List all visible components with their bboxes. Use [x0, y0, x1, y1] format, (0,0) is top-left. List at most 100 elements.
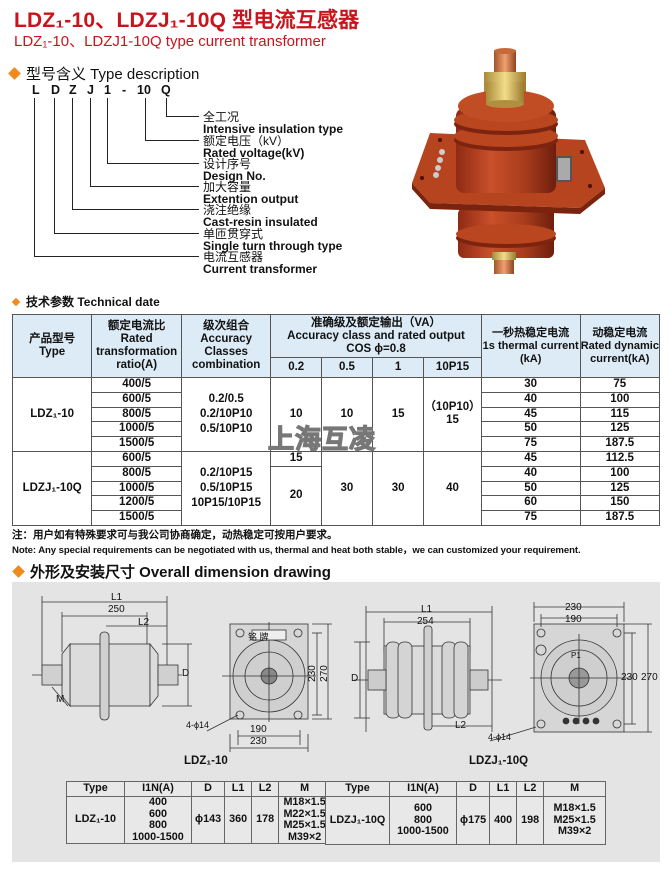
dim-190-left: 190 [250, 724, 267, 735]
header-out-05: 0.5 [321, 357, 373, 378]
type-cell: LDZJ₁-10Q [11, 450, 93, 526]
header-dyn-cn: 动稳定电流 [592, 326, 648, 339]
nameplate-label: 铭 牌 [248, 632, 269, 642]
dim-l2-left: L2 [138, 617, 150, 628]
meaning-z-en: Cast-resin insulated [203, 215, 318, 229]
dim-l1: 400 [489, 796, 518, 845]
header-acc-en3: combination [191, 359, 261, 371]
type-cell: LDZ₁-10 [11, 377, 93, 452]
code-letter-1: 1 [104, 83, 111, 97]
header-dyn-en1: Rated dynamic [580, 339, 659, 352]
out-02-cell: 10 [270, 377, 323, 452]
technical-heading: 技术参数 Technical date [10, 293, 160, 310]
dim-header-l2: L2 [516, 781, 545, 797]
out-02-first-cell: 15 [270, 450, 323, 467]
type-description-heading-text: 型号含义 Type description [26, 66, 200, 83]
header-ratio-en2: transformation [96, 346, 178, 358]
dim-header-m: M [543, 781, 607, 797]
out-05-cell: 10 [321, 377, 373, 452]
header-out-cos: COS ϕ=0.8 [346, 342, 406, 355]
diamond-bullet-icon [8, 67, 21, 80]
i1n-value: 600 [148, 807, 167, 820]
thermal-cell: 30 [480, 377, 581, 393]
header-out-02: 0.2 [270, 357, 323, 378]
dim-type: LDZ₁-10 [66, 796, 125, 844]
dynamic-cell: 125 [579, 421, 661, 438]
accuracy-cell: 0.2/0.5 0.2/10P10 0.5/10P10 [180, 377, 272, 452]
dim-l2: 198 [516, 796, 545, 845]
dim-h270-left: 270 [318, 665, 330, 682]
dim-header-d: D [455, 781, 491, 797]
dynamic-cell: 100 [579, 465, 661, 482]
accuracy-line: 0.5/10P10 [199, 422, 253, 435]
drawing-ldzj1-10q [354, 602, 652, 742]
thermal-cell: 50 [480, 421, 581, 438]
technical-heading-text: 技术参数 Technical date [26, 295, 160, 309]
header-type-en: Type [39, 346, 66, 358]
header-ratio-cn: 额定电流比 [107, 320, 166, 332]
header-acc-en1: Accuracy [200, 333, 253, 345]
dim-header-type: Type [66, 781, 125, 797]
leader-line-z [72, 98, 199, 210]
leader-line-1 [107, 98, 199, 164]
drawing-ldz1-10 [32, 596, 332, 752]
i1n-value: 1000-1500 [132, 830, 184, 843]
ratio-cell: 400/5 [91, 377, 182, 393]
header-therm-en2: (kA) [519, 352, 542, 365]
dim-230-left: 230 [250, 736, 267, 747]
dim-header-i1n: I1N(A) [124, 781, 192, 797]
header-therm-cn: 一秒热稳定电流 [492, 326, 570, 339]
meaning-z-cn: 浇注绝缘 [203, 203, 252, 217]
dim-header-l1: L1 [224, 781, 253, 797]
ratio-cell: 600/5 [91, 391, 182, 408]
dynamic-cell: 150 [579, 495, 661, 512]
ratio-cell: 1200/5 [91, 495, 182, 512]
code-letter-Z: Z [69, 83, 77, 97]
code-letter-10: 10 [137, 83, 151, 97]
out-02-cell: 20 [270, 465, 323, 526]
dimension-heading: 外形及安装尺寸 Overall dimension drawing [10, 561, 331, 582]
thermal-cell: 45 [480, 406, 581, 423]
dim-l1-left: L1 [111, 592, 123, 603]
accuracy-line: 0.2/10P10 [199, 407, 253, 420]
ratio-cell: 800/5 [91, 406, 182, 423]
ratio-cell: 1500/5 [91, 436, 182, 452]
page-title-en: LDZ₁-10、LDZJ1-10Q type current transform… [14, 33, 326, 50]
header-type: 产品型号 Type [11, 314, 93, 378]
m-value: M18×1.5 [553, 802, 596, 815]
dynamic-cell: 100 [579, 391, 661, 408]
thermal-cell: 45 [480, 450, 581, 467]
i1n-value: 800 [148, 819, 167, 831]
drawing-label-ldz1-10: LDZ₁-10 [184, 755, 228, 767]
header-ratio-en3: ratio(A) [116, 359, 158, 371]
meaning-d-cn: 单匝贯穿式 [203, 227, 264, 241]
i1n-value: 400 [148, 796, 167, 808]
i1n-value: 800 [413, 813, 432, 826]
m-value: M39×2 [287, 830, 322, 843]
code-letter-J: J [87, 83, 94, 97]
m-value: M25×1.5 [553, 813, 596, 826]
ratio-cell: 1000/5 [91, 421, 182, 438]
dim-d: ϕ175 [455, 796, 491, 845]
dynamic-cell: 112.5 [579, 450, 661, 467]
meaning-q-en: Intensive insulation type [203, 122, 344, 136]
dim-h230-right: 230 [621, 672, 638, 683]
header-ratio: 额定电流比 Rated transformation ratio(A) [91, 314, 182, 378]
dim-m: M18×1.5 M22×1.5 M25×1.5 M39×2 [278, 796, 332, 844]
m-value: M39×2 [557, 825, 592, 838]
dynamic-cell: 75 [579, 377, 661, 393]
leader-line-q [166, 98, 199, 117]
out-1-cell: 30 [371, 450, 425, 526]
accuracy-line: 10P15/10P15 [191, 496, 261, 509]
header-accuracy: 级次组合 Accuracy Classes combination [180, 314, 272, 378]
thermal-cell: 40 [480, 465, 581, 482]
meaning-l-en: Current transformer [203, 262, 318, 276]
watermark: 上海互凌 [267, 423, 377, 454]
dim-m: M18×1.5 M25×1.5 M39×2 [543, 796, 607, 845]
dim-header-i1n: I1N(A) [389, 781, 457, 797]
dim-l2-right: L2 [455, 720, 467, 731]
dim-h230-left: 230 [306, 665, 318, 682]
dim-type: LDZJ₁-10Q [325, 796, 390, 845]
header-acc-cn: 级次组合 [203, 320, 250, 332]
dimension-heading-text: 外形及安装尺寸 Overall dimension drawing [30, 564, 331, 581]
